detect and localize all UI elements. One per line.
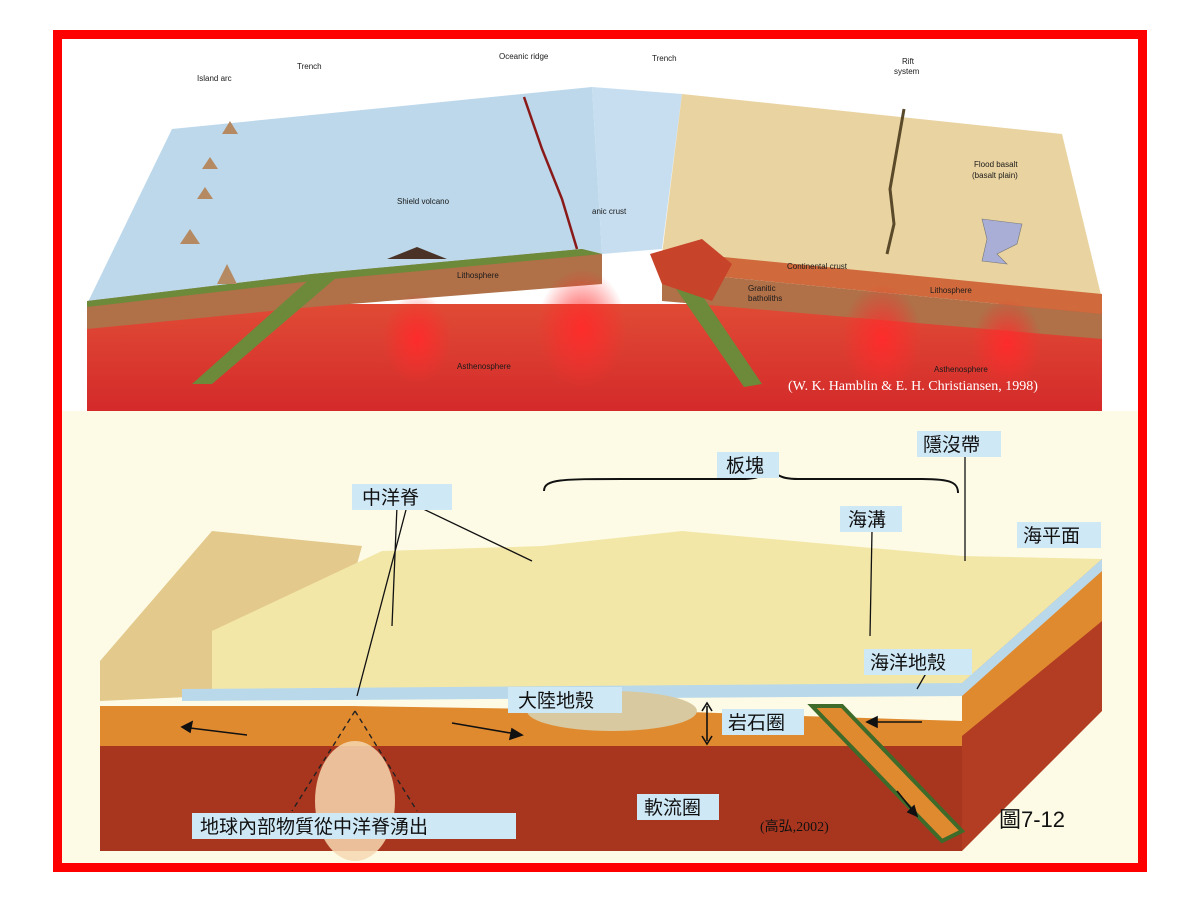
continental-crust-band (662, 251, 1102, 314)
label-oceanic-crust: 海洋地殼 (870, 652, 946, 674)
label-subduction-zone: 隱沒帶 (923, 434, 980, 456)
label-sea-level: 海平面 (1023, 525, 1080, 547)
block-right-lithosphere (962, 559, 1102, 736)
pointer-lines (356, 456, 966, 697)
label-box-upwelling (192, 813, 516, 839)
mantle-flow-arrows (180, 715, 922, 818)
label-box-sea-level (1017, 522, 1101, 548)
label-box-plate (717, 452, 779, 478)
label-box-oceanic-crust (864, 649, 972, 675)
label-shield-volcano: Shield volcano (397, 197, 450, 206)
plate-tectonics-block-diagram-english: Island arc Trench Oceanic ridge Trench R… (62, 39, 1138, 411)
label-rift-line2: system (894, 67, 920, 76)
label-granitic-line1: Granitic (748, 284, 776, 293)
flood-basalt-patch (981, 218, 1023, 265)
lithosphere-thickness-arrow (701, 701, 713, 746)
lithosphere-band-left (87, 249, 602, 329)
label-plate: 板塊 (726, 455, 764, 477)
label-box-ridge (352, 484, 452, 510)
magma-plume-shield (382, 294, 452, 384)
label-rift-line1: Rift (902, 57, 915, 66)
label-upwelling: 地球內部物質從中洋脊湧出 (200, 816, 428, 838)
label-lithosphere: 岩石圈 (728, 712, 785, 734)
rift-crack (885, 108, 906, 255)
label-box-trench (840, 506, 902, 532)
label-oceanic-crust: anic crust (592, 207, 627, 216)
magma-plume-rift (842, 284, 922, 394)
label-oceanic-ridge: Oceanic ridge (499, 52, 549, 61)
label-flood-basalt-line1: Flood basalt (974, 160, 1018, 169)
ocean-surface-mid (592, 87, 682, 254)
credit-hamblin: (W. K. Hamblin & E. H. Christiansen, 199… (788, 379, 1038, 394)
label-trench: 海溝 (848, 509, 886, 531)
subducting-slab-left (192, 277, 337, 384)
label-island-arc: Island arc (197, 74, 232, 83)
island-arc-cones (180, 121, 238, 284)
oceanic-ridge-crack (522, 96, 579, 250)
label-trench-left: Trench (297, 62, 322, 71)
label-granitic-line2: batholiths (748, 294, 782, 303)
granitic-batholith (650, 239, 732, 301)
ridge-upwelling-glow (315, 741, 395, 861)
label-box-lithosphere (722, 709, 804, 735)
label-asthenosphere-right: Asthenosphere (934, 365, 988, 374)
upwelling-dashed-arrows (291, 710, 418, 812)
label-mid-ocean-ridge: 中洋脊 (362, 487, 419, 509)
label-continental-crust: Continental crust (787, 262, 848, 271)
label-box-continental-crust (508, 687, 622, 713)
label-asthenosphere-left: Asthenosphere (457, 362, 511, 371)
credit-kao: (高弘,2002) (760, 818, 829, 835)
magma-plume-basalt (972, 299, 1042, 389)
oceanic-crust-band-left (87, 249, 602, 307)
shield-volcano (387, 247, 447, 259)
ocean-surface-left (87, 87, 602, 304)
magma-plume-ridge (537, 269, 627, 389)
label-box-asthenosphere (637, 794, 719, 820)
label-continental-crust: 大陸地殼 (518, 690, 594, 712)
label-lithosphere-right: Lithosphere (930, 286, 972, 295)
label-lithosphere-left: Lithosphere (457, 271, 499, 280)
plate-tectonics-block-diagram-chinese: 板塊 隱沒帶 中洋脊 海溝 海平面 海洋地殼 大陸地殼 岩石圈 軟流圈 地球內部… (62, 411, 1138, 863)
label-asthenosphere: 軟流圈 (644, 797, 701, 819)
label-box-subduction (917, 431, 1001, 457)
subducting-slab (807, 704, 966, 844)
label-trench-right: Trench (652, 54, 677, 63)
label-flood-basalt-line2: (basalt plain) (972, 171, 1018, 180)
figure-number: 圖7-12 (999, 807, 1065, 832)
